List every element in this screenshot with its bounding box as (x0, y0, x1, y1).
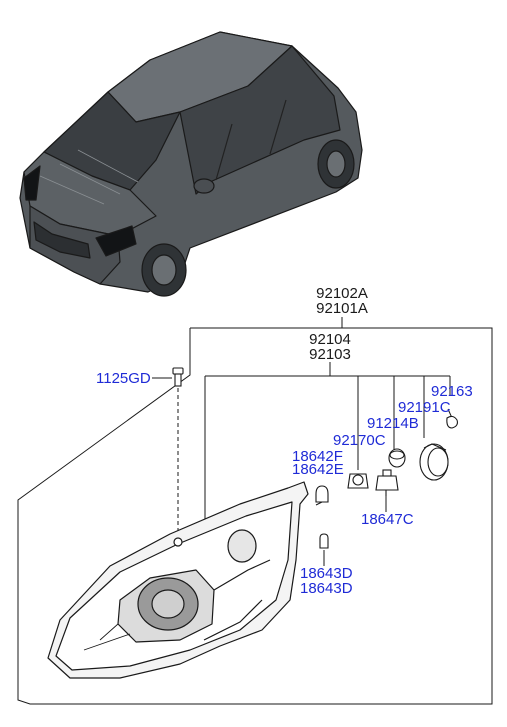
headlamp-indicator (228, 530, 256, 562)
label-bulb-d2: 18643D (300, 581, 353, 596)
socket-cover-part (420, 444, 448, 480)
label-grommet: 91214B (367, 416, 419, 431)
socket-part (348, 474, 368, 488)
small-bulb-f-part (316, 486, 328, 502)
label-body-b: 92103 (309, 347, 351, 362)
label-cap: 92163 (431, 384, 473, 399)
screw-part (173, 368, 183, 386)
car-illustration (20, 32, 362, 296)
label-bulb-halogen: 18647C (361, 512, 414, 527)
label-socket: 92170C (333, 433, 386, 448)
grommet-part (389, 449, 405, 467)
headlamp-assembly (48, 482, 308, 678)
cap-part (447, 416, 458, 428)
label-assembly-b: 92101A (316, 301, 368, 316)
label-socket-cover: 92191C (398, 400, 451, 415)
label-body-a: 92104 (309, 332, 351, 347)
label-bulb-e: 18642E (292, 462, 344, 477)
label-assembly-a: 92102A (316, 286, 368, 301)
label-screw: 1125GD (96, 371, 151, 386)
label-bulb-d1: 18643D (300, 566, 353, 581)
small-bulb-d-part (320, 534, 328, 548)
car-mirror (194, 179, 214, 193)
halogen-bulb-part (376, 470, 398, 496)
